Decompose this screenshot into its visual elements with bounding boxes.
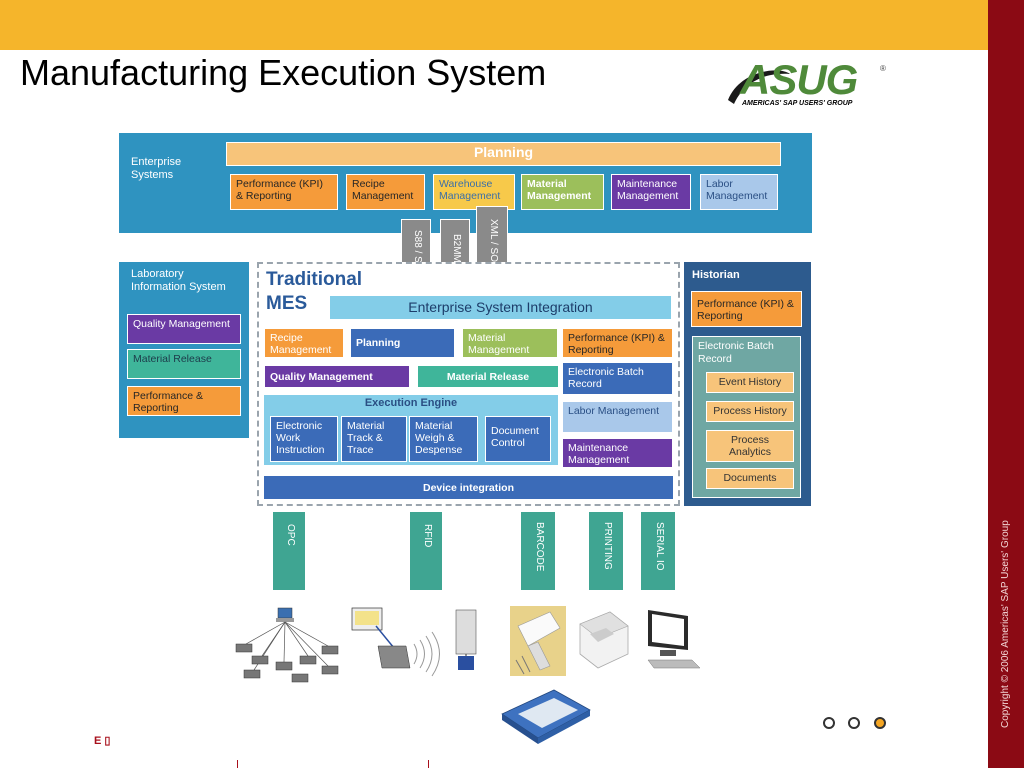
- lab-quality-box: Quality Management: [127, 314, 241, 344]
- slide-title: Manufacturing Execution System: [20, 52, 547, 93]
- mes-recipe-box: Recipe Management: [264, 328, 344, 358]
- connector-opc: OPC: [272, 511, 306, 591]
- ent-performance-box: Performance (KPI) & Reporting: [230, 174, 338, 210]
- mes-integration-bar: Enterprise System Integration: [329, 295, 672, 320]
- asug-logo-subtitle: AMERICAS' SAP USERS' GROUP: [742, 100, 853, 107]
- connector-rfid-label: RFID: [422, 524, 433, 548]
- side-banner: [988, 0, 1024, 768]
- asug-logo-text: ASUG: [740, 56, 858, 103]
- connector-serial: SERIAL IO: [640, 511, 676, 591]
- engine-ewi-box: Electronic Work Instruction: [270, 416, 338, 462]
- mes-title-line1: Traditional: [266, 269, 363, 290]
- lab-performance-box: Performance & Reporting: [127, 386, 241, 416]
- engine-weigh-box: Material Weigh & Despense: [409, 416, 478, 462]
- historian-label: Historian: [692, 269, 740, 281]
- ent-recipe-box: Recipe Management: [346, 174, 425, 210]
- printer-icon: [579, 611, 629, 669]
- laboratory-label: Laboratory Information System: [131, 268, 226, 293]
- mes-device-bar: Device integration: [263, 475, 674, 500]
- mes-labor-box: Labor Management: [562, 401, 673, 433]
- historian-documents-box: Documents: [706, 468, 794, 489]
- footer-tick-1: [237, 760, 238, 768]
- historian-analytics-box: Process Analytics: [706, 430, 794, 462]
- nav-dot-2[interactable]: [848, 717, 860, 729]
- enterprise-planning-bar: Planning: [226, 142, 781, 166]
- connector-serial-label: SERIAL IO: [654, 522, 665, 571]
- monitor-icon: [647, 610, 701, 669]
- barcode-scanner-icon: [510, 606, 566, 676]
- connector-rfid: RFID: [409, 511, 443, 591]
- connector-opc-label: OPC: [285, 524, 296, 546]
- rfid-reader-icon: [351, 607, 477, 677]
- historian-event-box: Event History: [706, 372, 794, 393]
- network-devices-icon: [235, 607, 339, 683]
- ent-labor-box: Labor Management: [700, 174, 778, 210]
- mes-quality-box: Quality Management: [264, 365, 410, 388]
- historian-kpi-box: Performance (KPI) & Reporting: [691, 291, 802, 327]
- flatbed-scanner-icon: [501, 689, 591, 744]
- engine-track-box: Material Track & Trace: [341, 416, 407, 462]
- ent-material-box: Material Management: [521, 174, 604, 210]
- nav-dot-3[interactable]: [874, 717, 886, 729]
- nav-dot-1[interactable]: [823, 717, 835, 729]
- top-banner: [0, 0, 988, 50]
- enterprise-systems-label: Enterprise Systems: [131, 156, 182, 181]
- connector-printing-label: PRINTING: [602, 522, 613, 570]
- mes-release-box: Material Release: [417, 365, 559, 388]
- connector-printing: PRINTING: [588, 511, 624, 591]
- ent-warehouse-box: Warehouse Management: [433, 174, 515, 210]
- footer-tick-2: [428, 760, 429, 768]
- mes-performance-box: Performance (KPI) & Reporting: [562, 328, 673, 358]
- execution-engine-label: Execution Engine: [364, 397, 458, 409]
- ent-maintenance-box: Maintenance Management: [611, 174, 691, 210]
- asug-logo-registered: ®: [880, 64, 886, 73]
- lab-release-box: Material Release: [127, 349, 241, 379]
- historian-ebr-label: Electronic Batch Record: [698, 340, 774, 365]
- connector-barcode: BARCODE: [520, 511, 556, 591]
- mes-title-line2: MES: [266, 293, 308, 314]
- connector-barcode-label: BARCODE: [534, 522, 545, 572]
- mes-ebr-box: Electronic Batch Record: [562, 362, 673, 395]
- mes-material-box: Material Management: [462, 328, 558, 358]
- asug-logo-swoosh-icon: [728, 70, 790, 104]
- historian-process-box: Process History: [706, 401, 794, 422]
- mes-planning-box: Planning: [350, 328, 455, 358]
- footer-mark: E ▯: [94, 735, 111, 747]
- mes-maintenance-box: Maintenance Management: [562, 438, 673, 468]
- engine-document-box: Document Control: [485, 416, 551, 462]
- copyright-text: Copyright © 2006 Americas' SAP Users' Gr…: [1000, 520, 1011, 728]
